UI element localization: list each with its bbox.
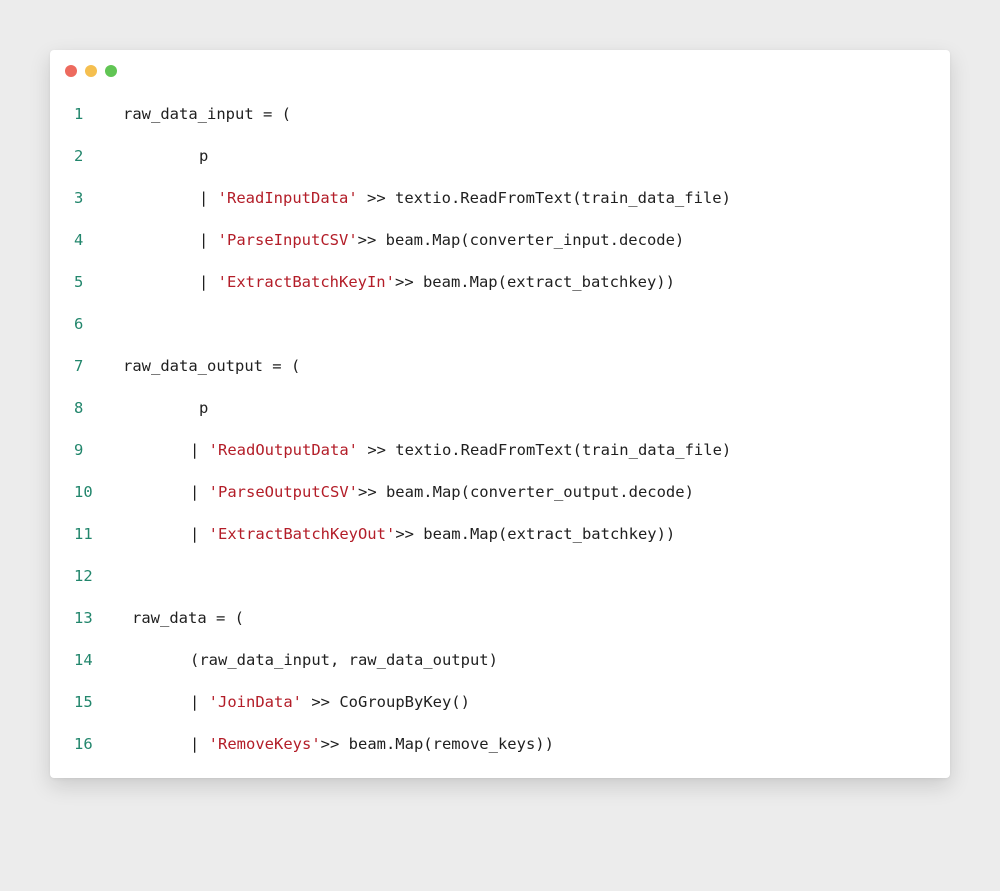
code-line: 2 p xyxy=(50,135,950,177)
code-text: | 'ParseOutputCSV'>> beam.Map(converter_… xyxy=(190,471,694,513)
code-line: 5 | 'ExtractBatchKeyIn'>> beam.Map(extra… xyxy=(50,261,950,303)
code-line: 9 | 'ReadOutputData' >> textio.ReadFromT… xyxy=(50,429,950,471)
code-text: raw_data = ( xyxy=(132,597,244,639)
line-number: 2 xyxy=(74,147,84,165)
code-line: 1 raw_data_input = ( xyxy=(50,93,950,135)
code-pre: raw_data_output = ( xyxy=(123,357,301,375)
close-dot-icon[interactable] xyxy=(65,65,77,77)
code-pre: | xyxy=(190,735,209,753)
line-number: 10 xyxy=(74,483,93,501)
code-text: | 'ReadOutputData' >> textio.ReadFromTex… xyxy=(190,429,731,471)
code-post: >> beam.Map(remove_keys)) xyxy=(320,735,554,753)
code-pre: raw_data_input = ( xyxy=(123,105,291,123)
code-line: 10 | 'ParseOutputCSV'>> beam.Map(convert… xyxy=(50,471,950,513)
code-window: 1 raw_data_input = ( 2 p 3 | 'ReadInputD… xyxy=(50,50,950,778)
line-number: 5 xyxy=(74,273,84,291)
code-text: | 'JoinData' >> CoGroupByKey() xyxy=(190,681,470,723)
code-text: | 'ExtractBatchKeyIn'>> beam.Map(extract… xyxy=(199,261,675,303)
line-number: 7 xyxy=(74,357,84,375)
code-pre: raw_data = ( xyxy=(132,609,244,627)
code-line: 13 raw_data = ( xyxy=(50,597,950,639)
code-pre: p xyxy=(199,147,209,165)
code-post: >> beam.Map(extract_batchkey)) xyxy=(394,273,675,291)
line-number: 6 xyxy=(74,315,84,333)
minimize-dot-icon[interactable] xyxy=(85,65,97,77)
line-number: 13 xyxy=(74,609,93,627)
code-post: >> textio.ReadFromText(train_data_file) xyxy=(357,189,731,207)
code-text: | 'RemoveKeys'>> beam.Map(remove_keys)) xyxy=(190,723,554,765)
code-text: | 'ExtractBatchKeyOut'>> beam.Map(extrac… xyxy=(190,513,675,555)
code-pre: | xyxy=(199,231,218,249)
code-string: 'ParseOutputCSV' xyxy=(208,483,358,501)
code-post: >> CoGroupByKey() xyxy=(302,693,470,711)
line-number: 16 xyxy=(74,735,93,753)
code-line: 14 (raw_data_input, raw_data_output) xyxy=(50,639,950,681)
line-number: 12 xyxy=(74,567,93,585)
line-number: 8 xyxy=(74,399,84,417)
code-line: 4 | 'ParseInputCSV'>> beam.Map(converter… xyxy=(50,219,950,261)
code-pre: | xyxy=(190,525,209,543)
line-number: 3 xyxy=(74,189,84,207)
code-post: >> textio.ReadFromText(train_data_file) xyxy=(357,441,732,459)
code-text: p xyxy=(199,387,208,429)
code-pre: p xyxy=(199,399,209,417)
line-number: 15 xyxy=(74,693,93,711)
code-string: 'ParseInputCSV' xyxy=(217,231,358,249)
code-pre: | xyxy=(199,189,218,207)
code-string: 'JoinData' xyxy=(208,693,302,711)
code-post: >> beam.Map(extract_batchkey)) xyxy=(395,525,676,543)
code-line: 6 xyxy=(50,303,950,345)
code-text: p xyxy=(199,135,208,177)
code-block: 1 raw_data_input = ( 2 p 3 | 'ReadInputD… xyxy=(50,93,950,765)
code-line: 3 | 'ReadInputData' >> textio.ReadFromTe… xyxy=(50,177,950,219)
code-text: raw_data_input = ( xyxy=(123,93,291,135)
line-number: 11 xyxy=(74,525,93,543)
code-line: 15 | 'JoinData' >> CoGroupByKey() xyxy=(50,681,950,723)
line-number: 1 xyxy=(74,105,84,123)
code-string: 'ExtractBatchKeyOut' xyxy=(208,525,396,543)
code-pre: | xyxy=(199,273,218,291)
line-number: 4 xyxy=(74,231,84,249)
code-string: 'ExtractBatchKeyIn' xyxy=(217,273,395,291)
code-pre: | xyxy=(190,441,209,459)
code-post: >> beam.Map(converter_output.decode) xyxy=(357,483,694,501)
line-number: 9 xyxy=(74,441,84,459)
code-line: 7 raw_data_output = ( xyxy=(50,345,950,387)
maximize-dot-icon[interactable] xyxy=(105,65,117,77)
code-line: 8 p xyxy=(50,387,950,429)
code-pre: (raw_data_input, raw_data_output) xyxy=(190,651,498,669)
code-pre: | xyxy=(190,693,209,711)
code-line: 12 xyxy=(50,555,950,597)
code-string: 'RemoveKeys' xyxy=(208,735,321,753)
code-text: raw_data_output = ( xyxy=(123,345,300,387)
code-text: (raw_data_input, raw_data_output) xyxy=(190,639,498,681)
code-line: 16 | 'RemoveKeys'>> beam.Map(remove_keys… xyxy=(50,723,950,765)
line-number: 14 xyxy=(74,651,93,669)
code-post: >> beam.Map(converter_input.decode) xyxy=(357,231,685,249)
code-line: 11 | 'ExtractBatchKeyOut'>> beam.Map(ext… xyxy=(50,513,950,555)
code-string: 'ReadOutputData' xyxy=(208,441,358,459)
code-pre: | xyxy=(190,483,209,501)
code-text: | 'ParseInputCSV'>> beam.Map(converter_i… xyxy=(199,219,684,261)
code-string: 'ReadInputData' xyxy=(217,189,358,207)
code-text: | 'ReadInputData' >> textio.ReadFromText… xyxy=(199,177,731,219)
